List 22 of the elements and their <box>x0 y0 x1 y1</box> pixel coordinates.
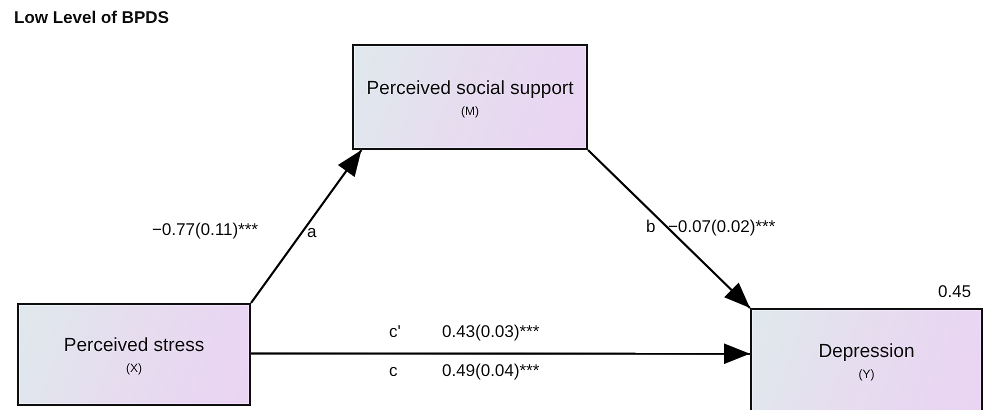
coefficient-label: 0.49(0.04)*** <box>442 361 540 381</box>
path-label: c' <box>389 322 401 342</box>
coefficient-label: −0.07(0.02)*** <box>668 217 776 237</box>
variable-symbol: (X) <box>126 361 142 375</box>
variable-name: Perceived social support <box>366 76 574 100</box>
arrow <box>250 149 362 304</box>
coefficient-label: −0.77(0.11)*** <box>152 220 258 240</box>
r-squared-value: 0.45 <box>938 282 972 302</box>
variable-symbol: (Y) <box>858 366 874 380</box>
variable-name: Perceived stress <box>64 334 204 357</box>
arrow <box>587 149 751 309</box>
path-label: c <box>389 361 398 381</box>
coefficient-label: 0.43(0.03)*** <box>442 322 540 342</box>
path-label: a <box>307 222 316 242</box>
variable-symbol: (M) <box>461 104 479 118</box>
variable-box <box>352 44 588 150</box>
arrow <box>251 343 750 364</box>
title: Low Level of BPDS <box>14 8 169 28</box>
variable-box <box>750 308 983 410</box>
variable-box <box>17 303 251 406</box>
variable-name: Depression <box>818 340 915 362</box>
path-label: b <box>646 217 656 237</box>
